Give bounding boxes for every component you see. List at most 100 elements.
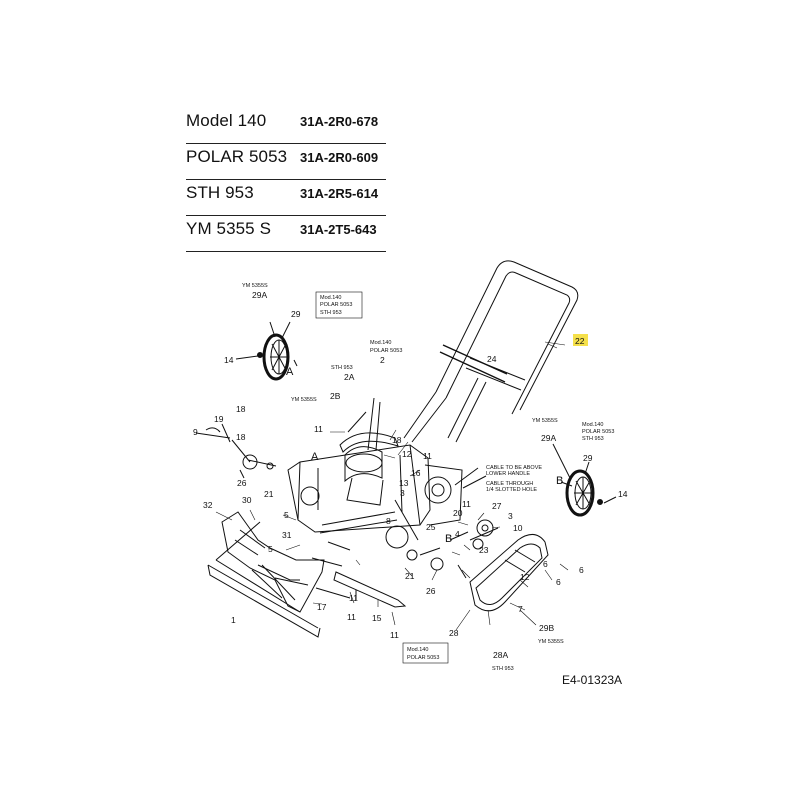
callout-label: 6 — [556, 577, 561, 587]
callout-label: POLAR 5053 — [407, 655, 439, 661]
callout-label: 14 — [224, 355, 234, 365]
callout-label: 11 — [462, 499, 471, 509]
callout-label: 5 — [284, 510, 289, 520]
left-wheel — [235, 321, 298, 381]
model-code: 31A-2R0-678 — [300, 114, 379, 129]
callout-label: STH 953 — [320, 310, 342, 316]
model-name: STH 953 — [186, 183, 254, 202]
callout-label: 31 — [282, 530, 292, 540]
model-name: POLAR 5053 — [186, 147, 288, 166]
callout-label: 2A — [344, 372, 355, 382]
callout-label: YM 5355S — [242, 283, 268, 289]
callout-label: 4 — [455, 529, 460, 539]
callout-label: Mod.140 — [370, 340, 391, 346]
callout-label: 7 — [518, 604, 523, 614]
callout-label: 6 — [579, 565, 584, 575]
callout-label: 22 — [575, 336, 585, 346]
callout-label: 28A — [493, 650, 508, 660]
model-name: Model 140 — [186, 111, 267, 130]
callout-label: 3 — [508, 511, 513, 521]
callout-label: 29A — [541, 433, 556, 443]
callout-label: 21 — [264, 489, 274, 499]
drive-components — [406, 467, 499, 579]
callout-label: 26 — [426, 586, 436, 596]
callout-label: CABLE TO BE ABOVE — [486, 465, 542, 471]
info-box-bottom — [402, 642, 449, 664]
callout-label: 6 — [543, 559, 548, 569]
model-code: 31A-2R5-614 — [300, 186, 379, 201]
callout-label: 9 — [193, 427, 198, 437]
callout-label: YM 5355S — [538, 639, 564, 645]
callout-label: B — [445, 533, 452, 545]
callout-label: POLAR 5053 — [320, 302, 352, 308]
callout-label: 11 — [314, 424, 323, 434]
callout-label: 21 — [405, 571, 415, 581]
model-row: YM 5355 S 31A-2T5-643 — [186, 216, 386, 252]
callout-label: 29A — [252, 290, 267, 300]
callout-label: LOWER HANDLE — [486, 471, 530, 477]
belt-cover — [469, 534, 549, 612]
callout-label: 28 — [449, 628, 459, 638]
info-box-left — [315, 291, 363, 319]
callout-label: STH 953 — [582, 436, 604, 442]
callout-label: 11 — [390, 630, 399, 640]
callout-label: 18 — [236, 404, 246, 414]
callout-label: 3 — [400, 488, 405, 498]
callout-label: POLAR 5053 — [370, 348, 402, 354]
callout-label: CABLE THROUGH — [486, 481, 533, 487]
callout-label: 24 — [487, 354, 497, 364]
upper-handle — [403, 260, 579, 443]
figure-id: E4-01323A — [562, 673, 623, 687]
callout-label: A — [311, 451, 319, 463]
model-name: YM 5355 S — [186, 219, 272, 238]
callout-label: Mod.140 — [320, 295, 341, 301]
callout-label: 12 — [402, 449, 412, 459]
callout-label: 15 — [372, 613, 382, 623]
callout-label: 19 — [214, 414, 224, 424]
model-row: Model 140 31A-2R0-678 — [186, 108, 386, 144]
callout-label: 2B — [330, 391, 341, 401]
callout-label: 29B — [539, 623, 554, 633]
callout-label: A — [286, 366, 294, 378]
callout-label: 16 — [411, 468, 421, 478]
callout-label: Mod.140 — [582, 422, 603, 428]
callout-label: 1 — [231, 615, 236, 625]
callout-labels: YM 5355S 29A 29 14 A Mod.140 POLAR 5053 … — [193, 283, 628, 672]
callout-label: Mod.140 — [407, 647, 428, 653]
right-wheel — [552, 443, 617, 517]
callout-label: 10 — [513, 523, 523, 533]
left-arm-assembly — [195, 423, 277, 479]
callout-label: 27 — [492, 501, 502, 511]
callout-label: 1/4 SLOTTED HOLE — [486, 487, 537, 493]
callout-label: 14 — [618, 489, 628, 499]
callout-label: 11 — [349, 593, 358, 603]
callout-label: 29 — [583, 453, 593, 463]
callout-leaders — [215, 341, 569, 631]
callout-label: 13 — [399, 478, 409, 488]
highlight-22 — [573, 334, 588, 346]
callout-label: STH 953 — [492, 666, 514, 672]
callout-label: YM 5355S — [291, 397, 317, 403]
callout-label: 29 — [291, 309, 301, 319]
skid-plate — [311, 541, 407, 608]
callout-label: 26 — [237, 478, 247, 488]
callout-label: 20 — [453, 508, 463, 518]
callout-label: 18 — [392, 435, 402, 445]
discharge-chute — [339, 397, 399, 506]
callout-label: STH 953 — [331, 365, 353, 371]
callout-label: 32 — [203, 500, 213, 510]
callout-label: 8 — [386, 516, 391, 526]
model-code: 31A-2T5-643 — [300, 222, 377, 237]
callout-label: 12 — [520, 572, 530, 582]
callout-label: 17 — [317, 602, 327, 612]
callout-label: 25 — [426, 522, 436, 532]
model-row: STH 953 31A-2R5-614 — [186, 180, 386, 216]
callout-label: YM 5355S — [532, 418, 558, 424]
model-code: 31A-2R0-609 — [300, 150, 379, 165]
callout-label: 11 — [347, 612, 356, 622]
auger-housing — [287, 444, 463, 549]
callout-label: POLAR 5053 — [582, 429, 614, 435]
callout-label: 23 — [479, 545, 489, 555]
